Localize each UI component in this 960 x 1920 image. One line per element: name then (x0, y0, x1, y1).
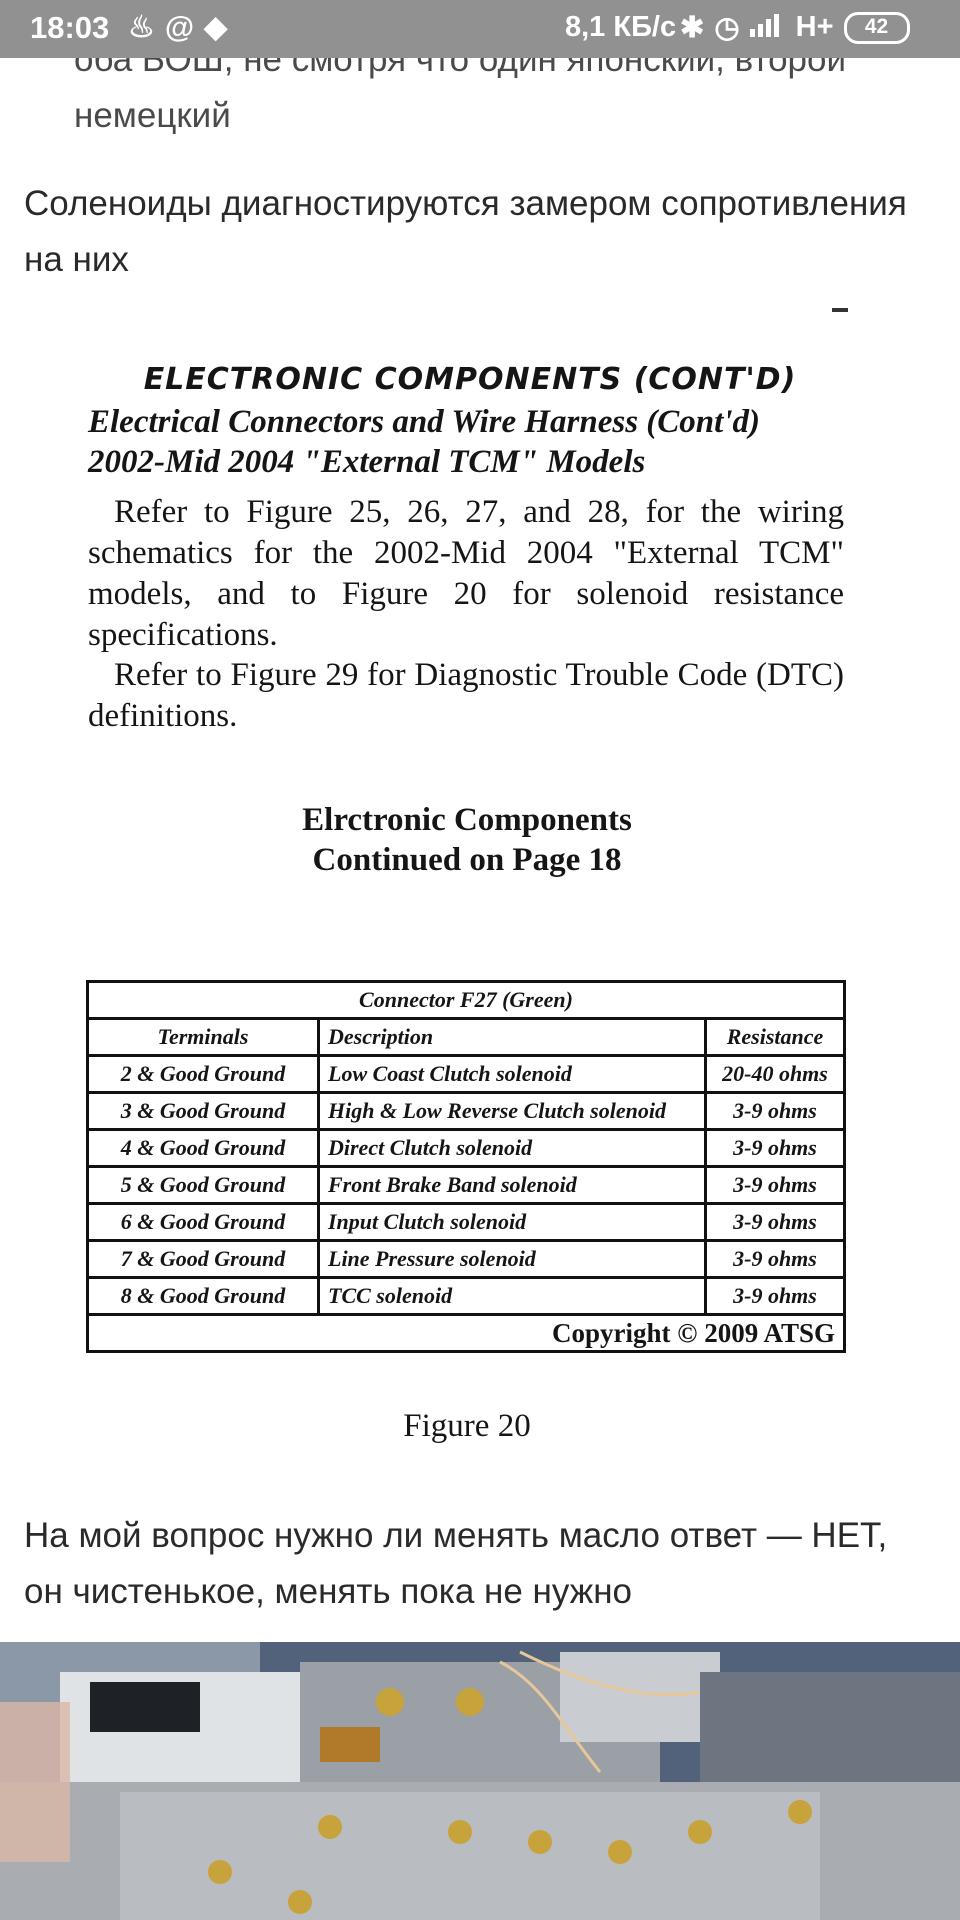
signal-icon (749, 11, 786, 45)
cell-terminal: 8 & Good Ground (86, 1276, 320, 1316)
table-title: Connector F27 (Green) (86, 980, 846, 1020)
valve-body-photo[interactable] (0, 1642, 960, 1920)
table-row: 7 & Good Ground Line Pressure solenoid 3… (86, 1239, 846, 1279)
table-row: 8 & Good Ground TCC solenoid 3-9 ohms (86, 1276, 846, 1316)
doc-body-1: Refer to Figure 25, 26, 27, and 28, for … (88, 494, 844, 653)
doc-continued-1: Elrctronic Components (302, 802, 632, 838)
cell-resistance: 3-9 ohms (704, 1276, 846, 1316)
document-image[interactable]: ELECTRONIC COMPONENTS (CONT'D) Electrica… (0, 300, 960, 1460)
cell-description: High & Low Reverse Clutch solenoid (317, 1091, 707, 1131)
cell-terminal: 4 & Good Ground (86, 1128, 320, 1168)
cell-description: Low Coast Clutch solenoid (317, 1054, 707, 1094)
cell-terminal: 6 & Good Ground (86, 1202, 320, 1242)
cell-resistance: 3-9 ohms (704, 1091, 846, 1131)
cell-terminal: 5 & Good Ground (86, 1165, 320, 1205)
header-resistance: Resistance (704, 1017, 846, 1057)
copyright-row: Copyright © 2009 ATSG (86, 1313, 846, 1353)
article-paragraph-1: Соленоиды диагностируются замером сопрот… (24, 184, 907, 279)
status-right-icons: ✱ ◷ H+ 42 (680, 10, 910, 45)
cell-resistance: 3-9 ohms (704, 1165, 846, 1205)
table-row: 6 & Good Ground Input Clutch solenoid 3-… (86, 1202, 846, 1242)
connector-table: Connector F27 (Green) Terminals Descript… (86, 980, 846, 1353)
cell-terminal: 7 & Good Ground (86, 1239, 320, 1279)
header-terminals: Terminals (86, 1017, 320, 1057)
table-row: 2 & Good Ground Low Coast Clutch solenoi… (86, 1054, 846, 1094)
status-bar: 18:03 ♨@◆ 8,1 КБ/с ✱ ◷ H+ 42 (0, 0, 960, 58)
network-type: H+ (795, 11, 834, 43)
cell-description: Input Clutch solenoid (317, 1202, 707, 1242)
doc-continued-2: Continued on Page 18 (312, 842, 622, 878)
table-row: 4 & Good Ground Direct Clutch solenoid 3… (86, 1128, 846, 1168)
cell-terminal: 3 & Good Ground (86, 1091, 320, 1131)
status-left-icons: ♨@◆ (128, 10, 237, 45)
article-paragraph-2: На мой вопрос нужно ли менять масло отве… (24, 1516, 888, 1611)
cell-resistance: 20-40 ohms (704, 1054, 846, 1094)
notification-icon: ♨ (128, 11, 165, 44)
cell-description: Line Pressure solenoid (317, 1239, 707, 1279)
status-time: 18:03 (30, 10, 110, 45)
cell-resistance: 3-9 ohms (704, 1202, 846, 1242)
cell-description: Front Brake Band solenoid (317, 1165, 707, 1205)
table-row: 3 & Good Ground High & Low Reverse Clutc… (86, 1091, 846, 1131)
at-icon: @ (164, 11, 205, 44)
cell-description: Direct Clutch solenoid (317, 1128, 707, 1168)
scan-mark (832, 308, 848, 312)
doc-subheading-1: Electrical Connectors and Wire Harness (… (88, 404, 760, 440)
alarm-icon: ◷ (714, 12, 740, 44)
cell-description: TCC solenoid (317, 1276, 707, 1316)
doc-body-2: Refer to Figure 29 for Diagnostic Troubl… (88, 657, 844, 734)
doc-heading: ELECTRONIC COMPONENTS (CONT'D) (143, 362, 797, 397)
table-row: 5 & Good Ground Front Brake Band solenoi… (86, 1165, 846, 1205)
table-title-row: Connector F27 (Green) (86, 980, 846, 1020)
maps-icon: ◆ (204, 11, 238, 44)
cell-terminal: 2 & Good Ground (86, 1054, 320, 1094)
doc-subheading-2: 2002-Mid 2004 "External TCM" Models (88, 444, 646, 480)
figure-caption: Figure 20 (403, 1408, 531, 1444)
copyright-text: Copyright © 2009 ATSG (86, 1313, 846, 1353)
bluetooth-icon: ✱ (680, 12, 705, 44)
network-speed: 8,1 КБ/с (565, 11, 677, 43)
cell-resistance: 3-9 ohms (704, 1239, 846, 1279)
cell-resistance: 3-9 ohms (704, 1128, 846, 1168)
battery-level: 42 (864, 14, 889, 38)
header-description: Description (317, 1017, 707, 1057)
table-header-row: Terminals Description Resistance (86, 1017, 846, 1057)
photo-illustration (0, 1642, 960, 1920)
battery-icon: 42 (843, 11, 910, 44)
